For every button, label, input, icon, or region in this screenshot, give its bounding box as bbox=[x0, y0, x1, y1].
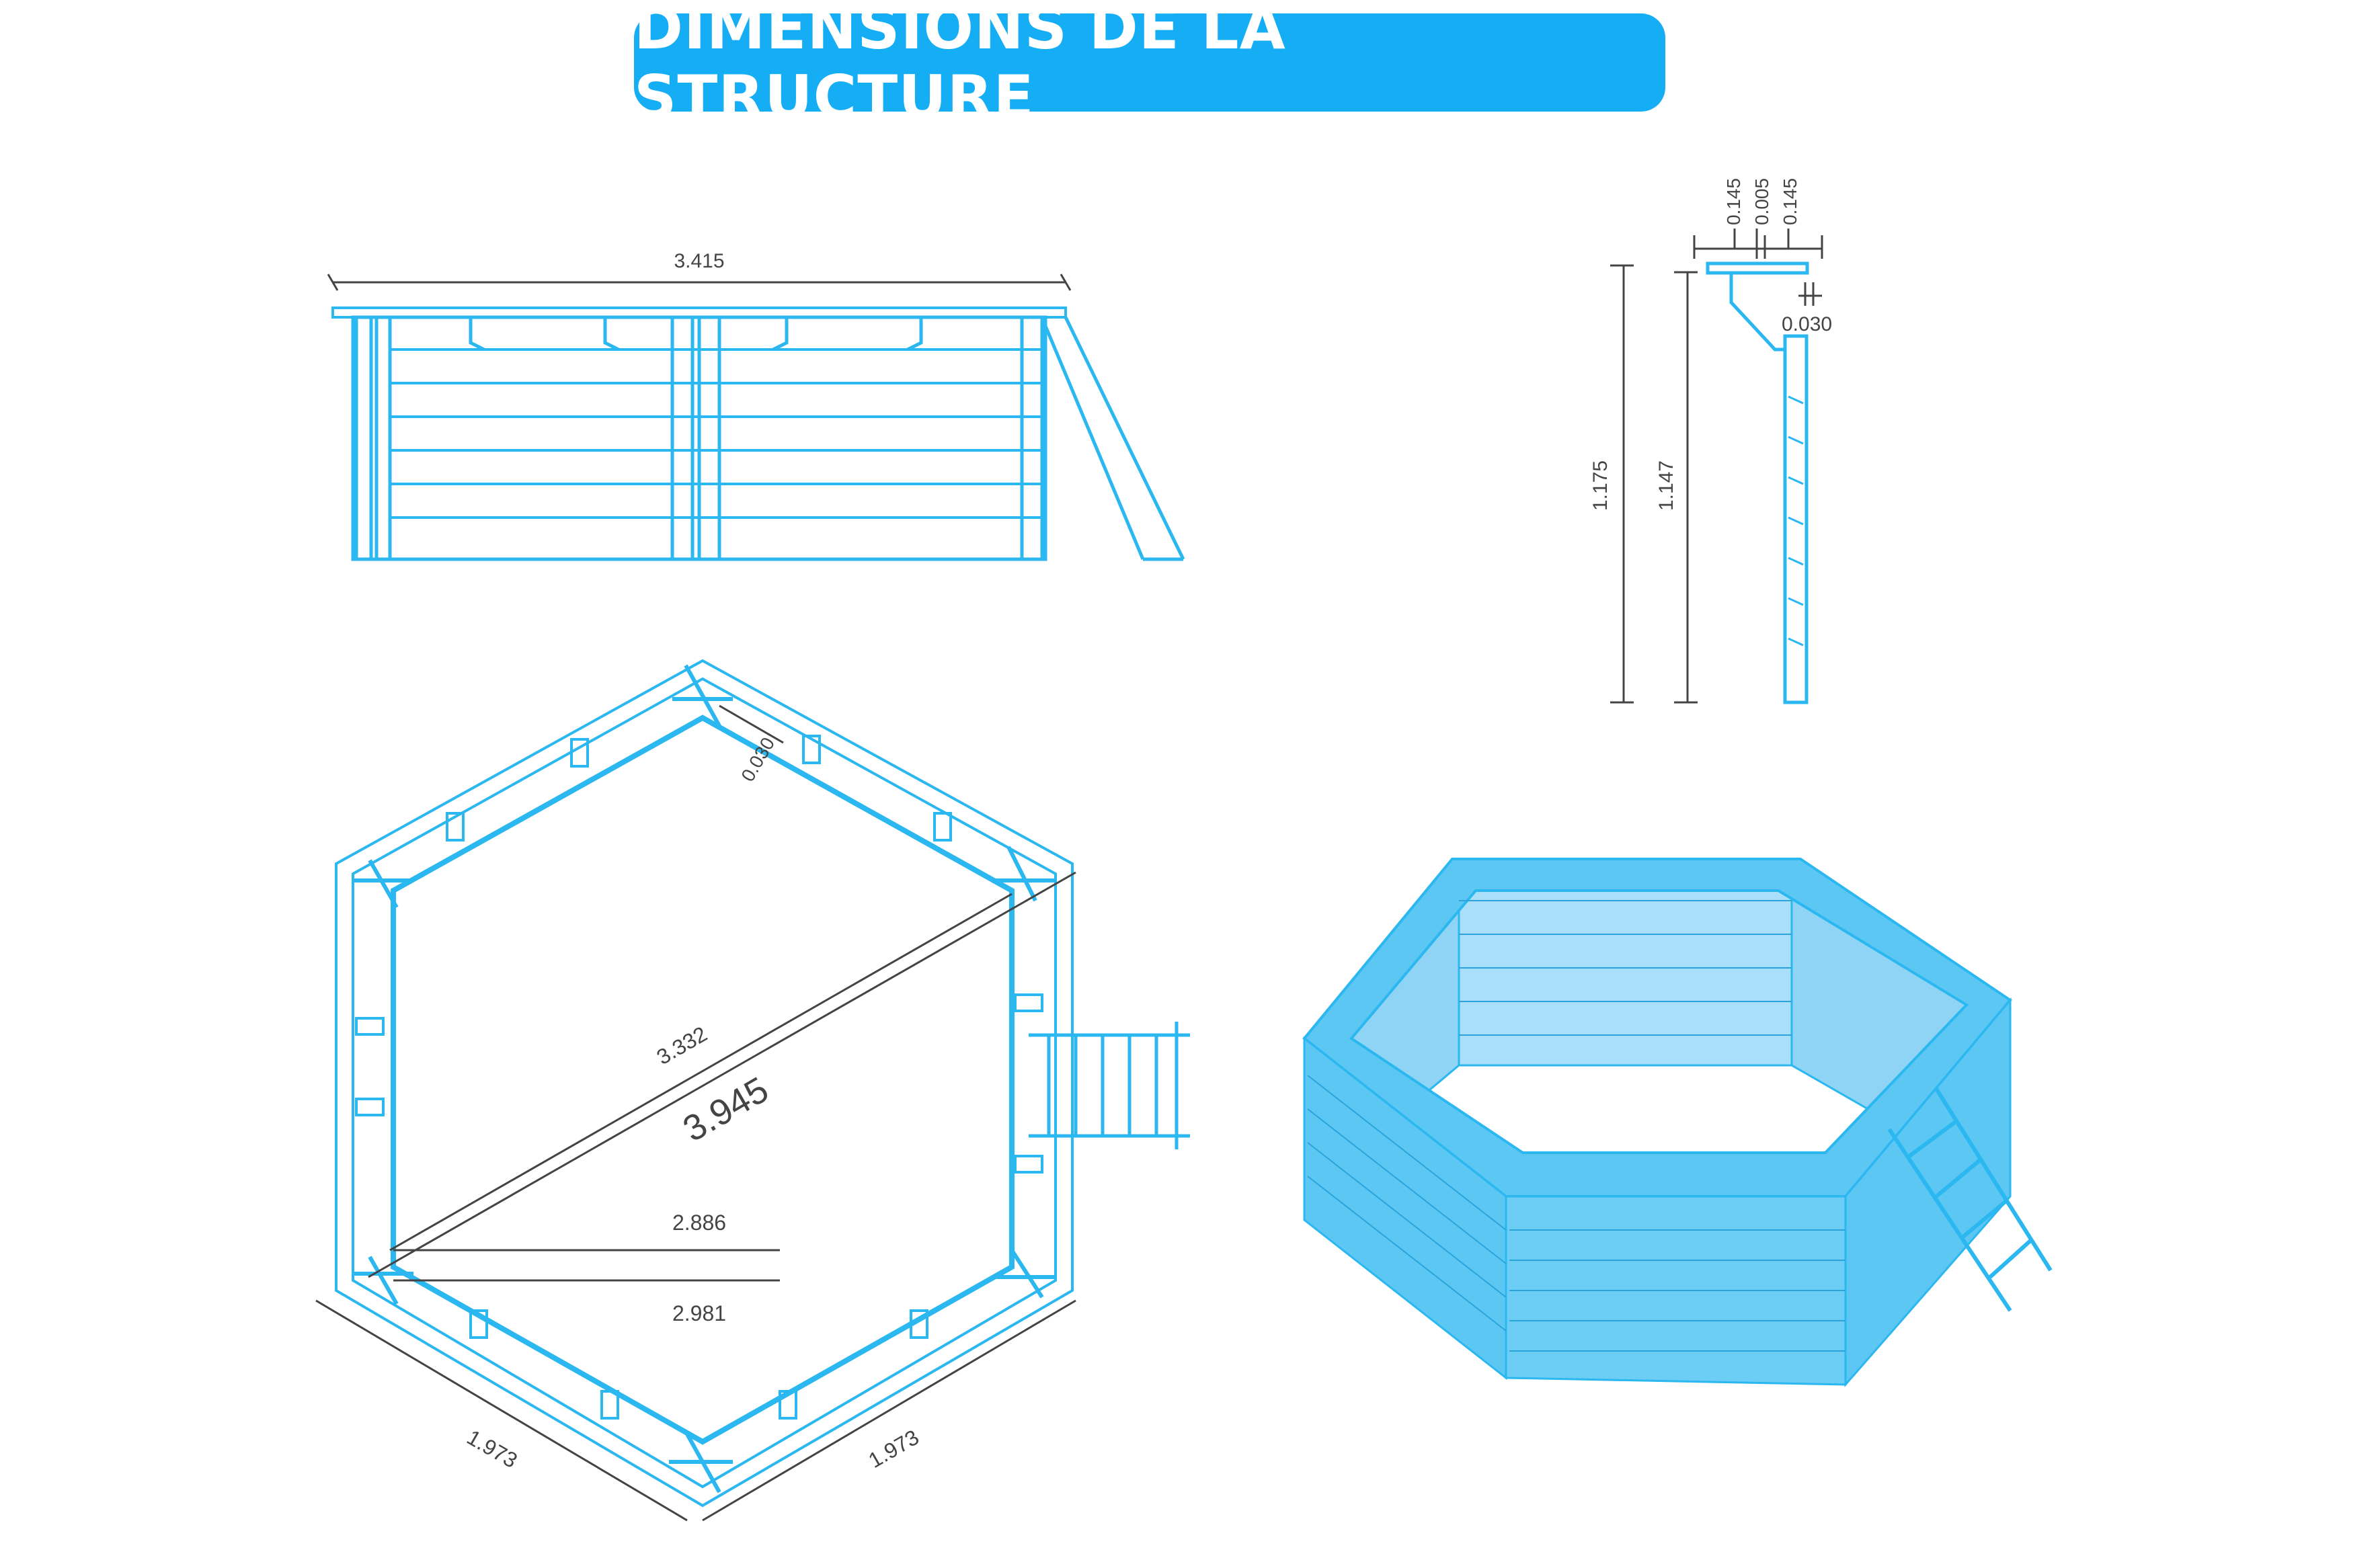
section-view: 0.145 0.005 0.145 0.030 1.175 1.147 bbox=[1589, 178, 1832, 704]
page-title: DIMENSIONS DE LA STRUCTURE bbox=[634, 0, 1286, 132]
elevation-width-label: 3.415 bbox=[674, 250, 724, 272]
plan-outer-width-label: 2.981 bbox=[672, 1301, 726, 1325]
plan-side-right-label: 1.973 bbox=[865, 1425, 923, 1473]
section-offset-label: 0.030 bbox=[1782, 313, 1832, 335]
section-height-inner-label: 1.147 bbox=[1655, 460, 1677, 511]
plan-view: 0.030 3.332 3.945 2.886 2.981 1.973 1.97… bbox=[315, 659, 1190, 1522]
section-top-label-3: 0.145 bbox=[1780, 178, 1800, 225]
elevation-dimension bbox=[327, 274, 1072, 291]
plan-inner-width-label: 2.886 bbox=[672, 1211, 726, 1235]
elevation-view bbox=[327, 274, 1185, 561]
plan-inner-diagonal-label: 3.332 bbox=[653, 1022, 711, 1069]
section-top-label-1: 0.145 bbox=[1723, 178, 1744, 225]
section-height-outer-label: 1.175 bbox=[1589, 460, 1612, 511]
perspective-view bbox=[1302, 858, 2053, 1387]
section-top-label-2: 0.005 bbox=[1751, 178, 1772, 225]
plan-side-left-label: 1.973 bbox=[463, 1425, 522, 1473]
plan-outer-diagonal-label: 3.945 bbox=[676, 1069, 775, 1150]
title-banner: DIMENSIONS DE LA STRUCTURE bbox=[634, 0, 1665, 132]
